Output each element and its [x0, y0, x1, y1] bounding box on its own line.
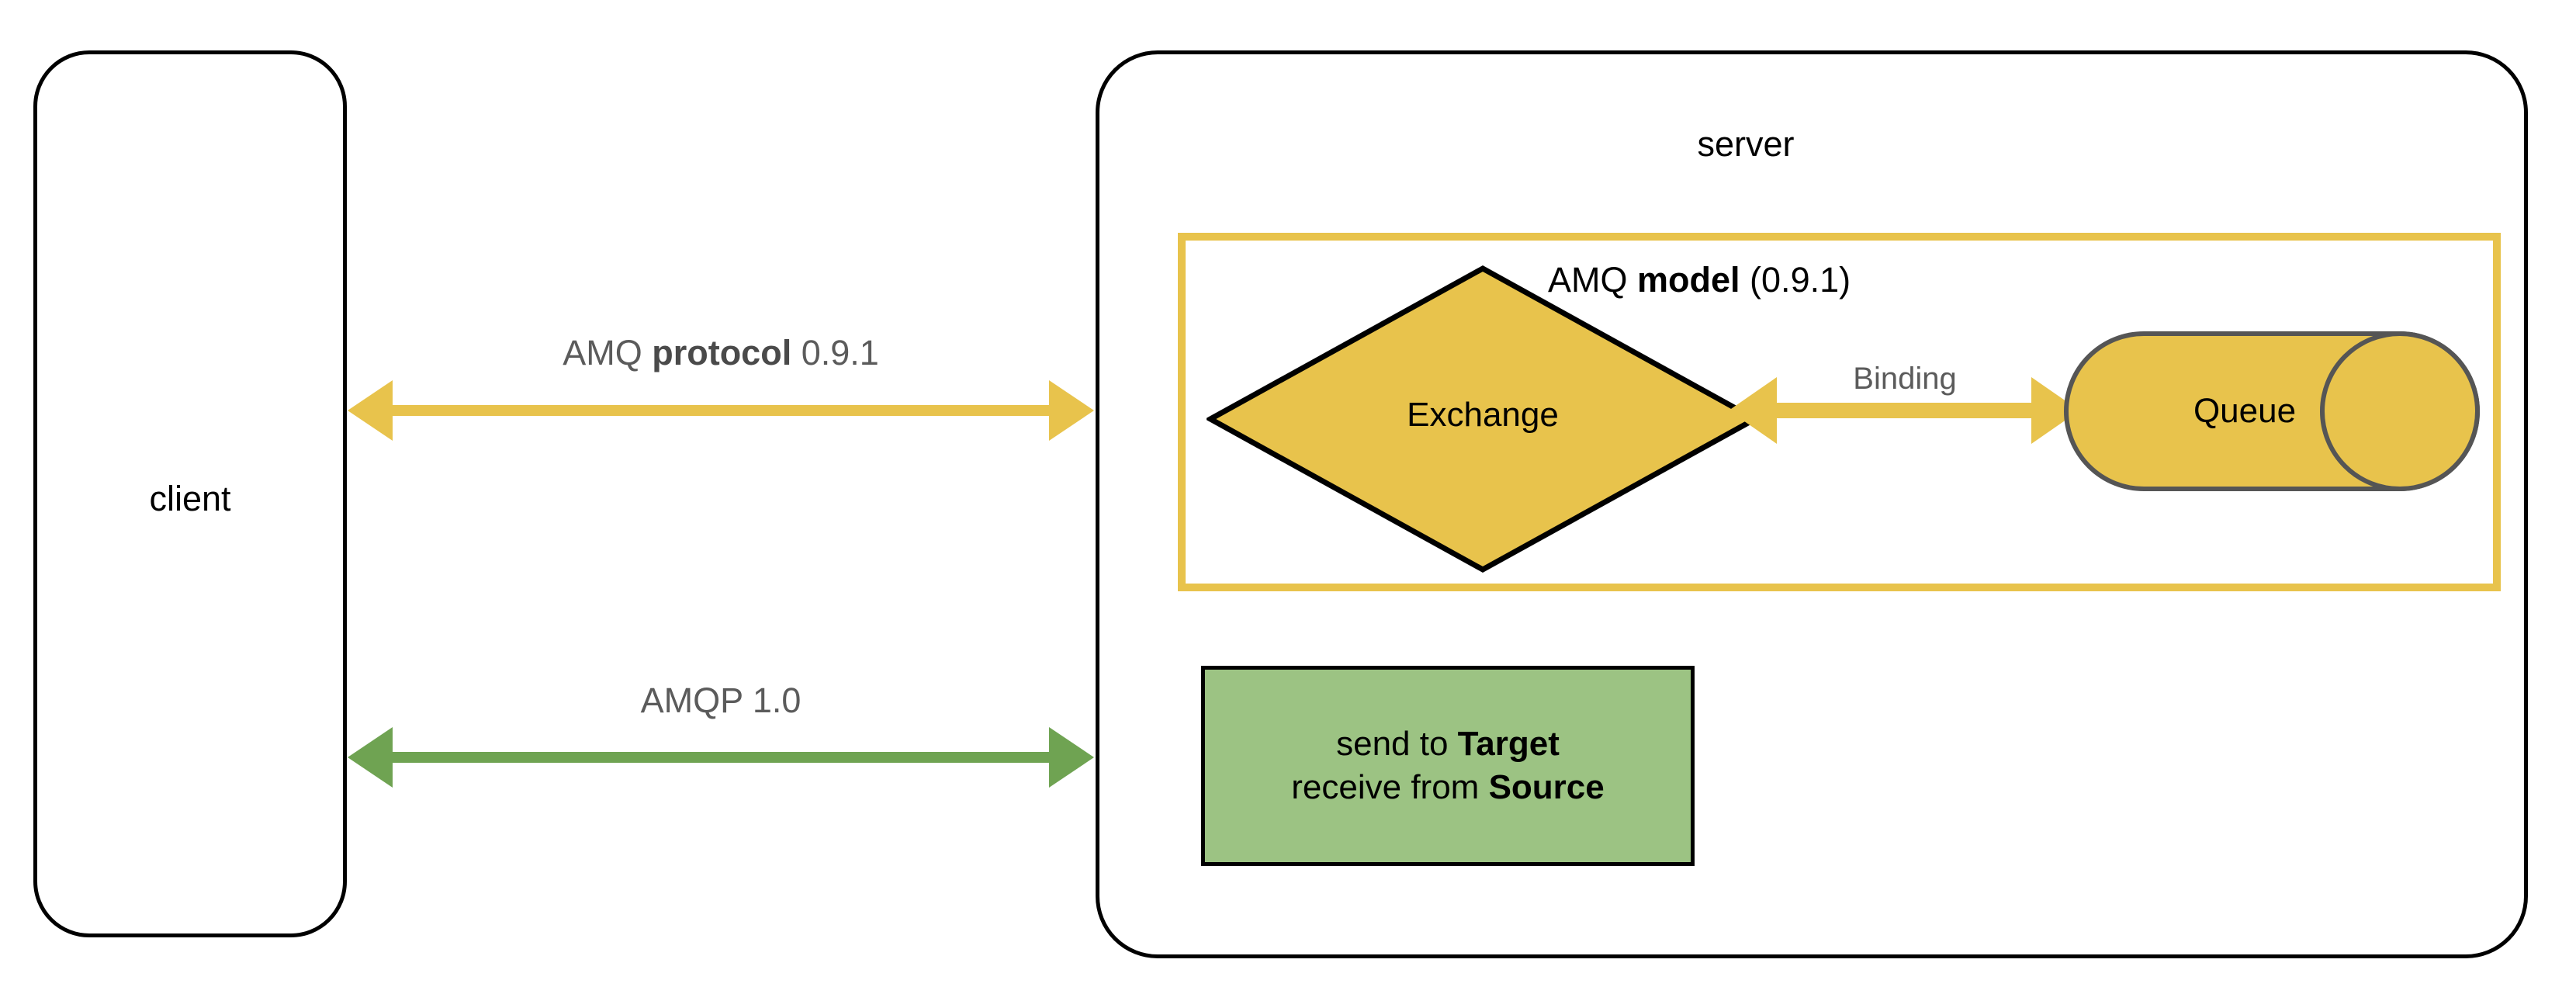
amq-model-label: AMQ model (0.9.1)	[1548, 262, 1851, 297]
amq-protocol-label: AMQ protocol 0.9.1	[348, 335, 1094, 370]
amqp-note-line-2-bold: Source	[1488, 768, 1605, 806]
server-label: server	[1697, 124, 1795, 164]
client-label: client	[149, 479, 231, 518]
client-boundary	[33, 50, 347, 937]
amq-protocol-label-bold: protocol	[652, 333, 792, 372]
amqp-arrow	[348, 727, 1094, 788]
binding-arrow	[1729, 377, 2079, 444]
amqp-note-line-2-prefix: receive from	[1291, 768, 1489, 806]
amqp-note-box: send to Target receive from Source	[1201, 666, 1695, 866]
queue-shape	[2064, 331, 2480, 491]
amq-model-frame	[1178, 233, 2501, 591]
amqp-note-line-1-bold: Target	[1457, 724, 1560, 763]
amq-model-label-suffix: (0.9.1)	[1740, 260, 1851, 300]
amqp-note-line-2: receive from Source	[1291, 766, 1604, 809]
amqp-label: AMQP 1.0	[640, 681, 802, 720]
amq-model-label-prefix: AMQ	[1548, 260, 1638, 300]
amq-protocol-arrow	[348, 380, 1094, 441]
amq-protocol-label-suffix: 0.9.1	[791, 333, 879, 372]
amq-model-label-bold: model	[1637, 260, 1740, 300]
amq-protocol-label-prefix: AMQ	[563, 333, 653, 372]
exchange-shape	[1207, 265, 1759, 573]
amqp-note-line-1-prefix: send to	[1336, 724, 1458, 763]
amqp-note-line-1: send to Target	[1336, 722, 1560, 766]
